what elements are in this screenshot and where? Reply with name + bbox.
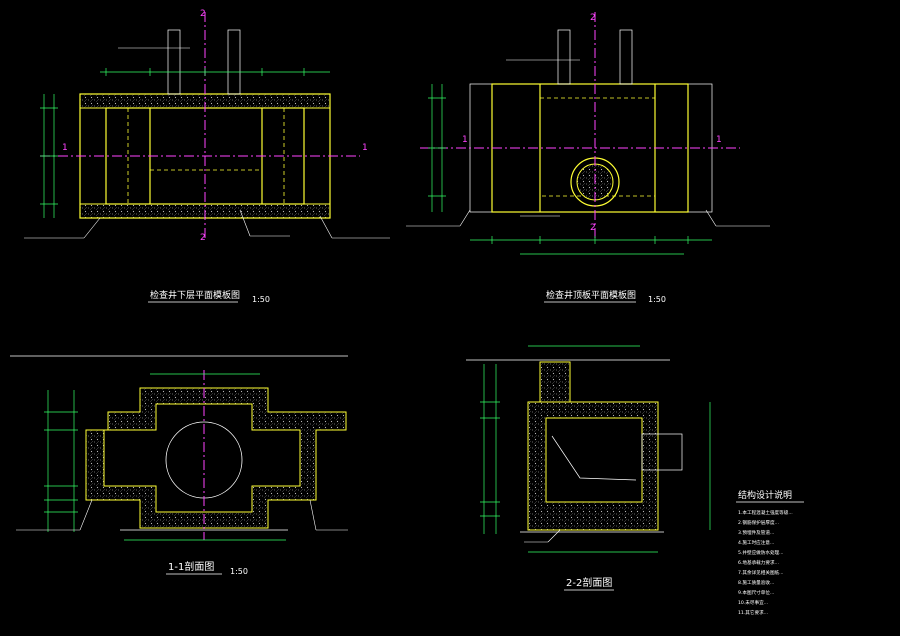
note-line-7: 7.其余详见相关图纸... <box>738 569 784 576</box>
axis-label-1-right-top: 1 <box>716 135 722 145</box>
plan-lower-title: 检查井下层平面模板图 <box>150 289 240 301</box>
section-11-title: 1-1剖面图 <box>168 560 214 573</box>
plan-top-title: 检查井顶板平面模板图 <box>546 289 636 301</box>
note-line-2: 2.钢筋保护层厚度... <box>738 519 779 526</box>
plan-lower-scale: 1:50 <box>252 295 270 304</box>
plan-lower-view: 1 1 2 2 检查井下层平面模板图 1:50 <box>24 9 390 304</box>
section-11-scale: 1:50 <box>230 567 248 576</box>
design-notes: 结构设计说明 1.本工程混凝土强度等级... 2.钢筋保护层厚度... 3.预埋… <box>736 489 804 616</box>
section-22-title: 2-2剖面图 <box>566 576 612 589</box>
axis-label-2-bottom: 2 <box>200 233 206 243</box>
note-line-6: 6.地基承载力要求... <box>738 559 779 566</box>
section-22-view: 2-2剖面图 <box>466 345 711 591</box>
notes-heading: 结构设计说明 <box>738 489 792 501</box>
axis-label-2-top-top: 2 <box>590 13 596 23</box>
note-line-10: 10.未尽事宜... <box>738 599 768 606</box>
section-11-view: 1-1剖面图 1:50 <box>10 355 348 576</box>
axis-label-1-left-top: 1 <box>462 135 468 145</box>
axis-label-1-left: 1 <box>62 143 68 153</box>
note-line-1: 1.本工程混凝土强度等级... <box>738 509 793 516</box>
note-line-4: 4.施工时应注意... <box>738 539 774 546</box>
note-line-5: 5.井壁应做防水处理... <box>738 549 784 556</box>
axis-label-2-top: 2 <box>200 9 206 19</box>
note-line-9: 9.本图尺寸单位... <box>738 589 774 596</box>
note-line-8: 8.施工质量验收... <box>738 579 774 586</box>
plan-top-view: 1 1 2 2 检查井顶板平面模板图 1:50 <box>406 12 770 304</box>
plan-top-scale: 1:50 <box>648 295 666 304</box>
axis-label-2-bottom-top: 2 <box>590 223 596 233</box>
axis-label-1-right: 1 <box>362 143 368 153</box>
note-line-3: 3.预埋件及管道... <box>738 529 774 536</box>
note-line-11: 11.其它要求... <box>738 609 768 616</box>
